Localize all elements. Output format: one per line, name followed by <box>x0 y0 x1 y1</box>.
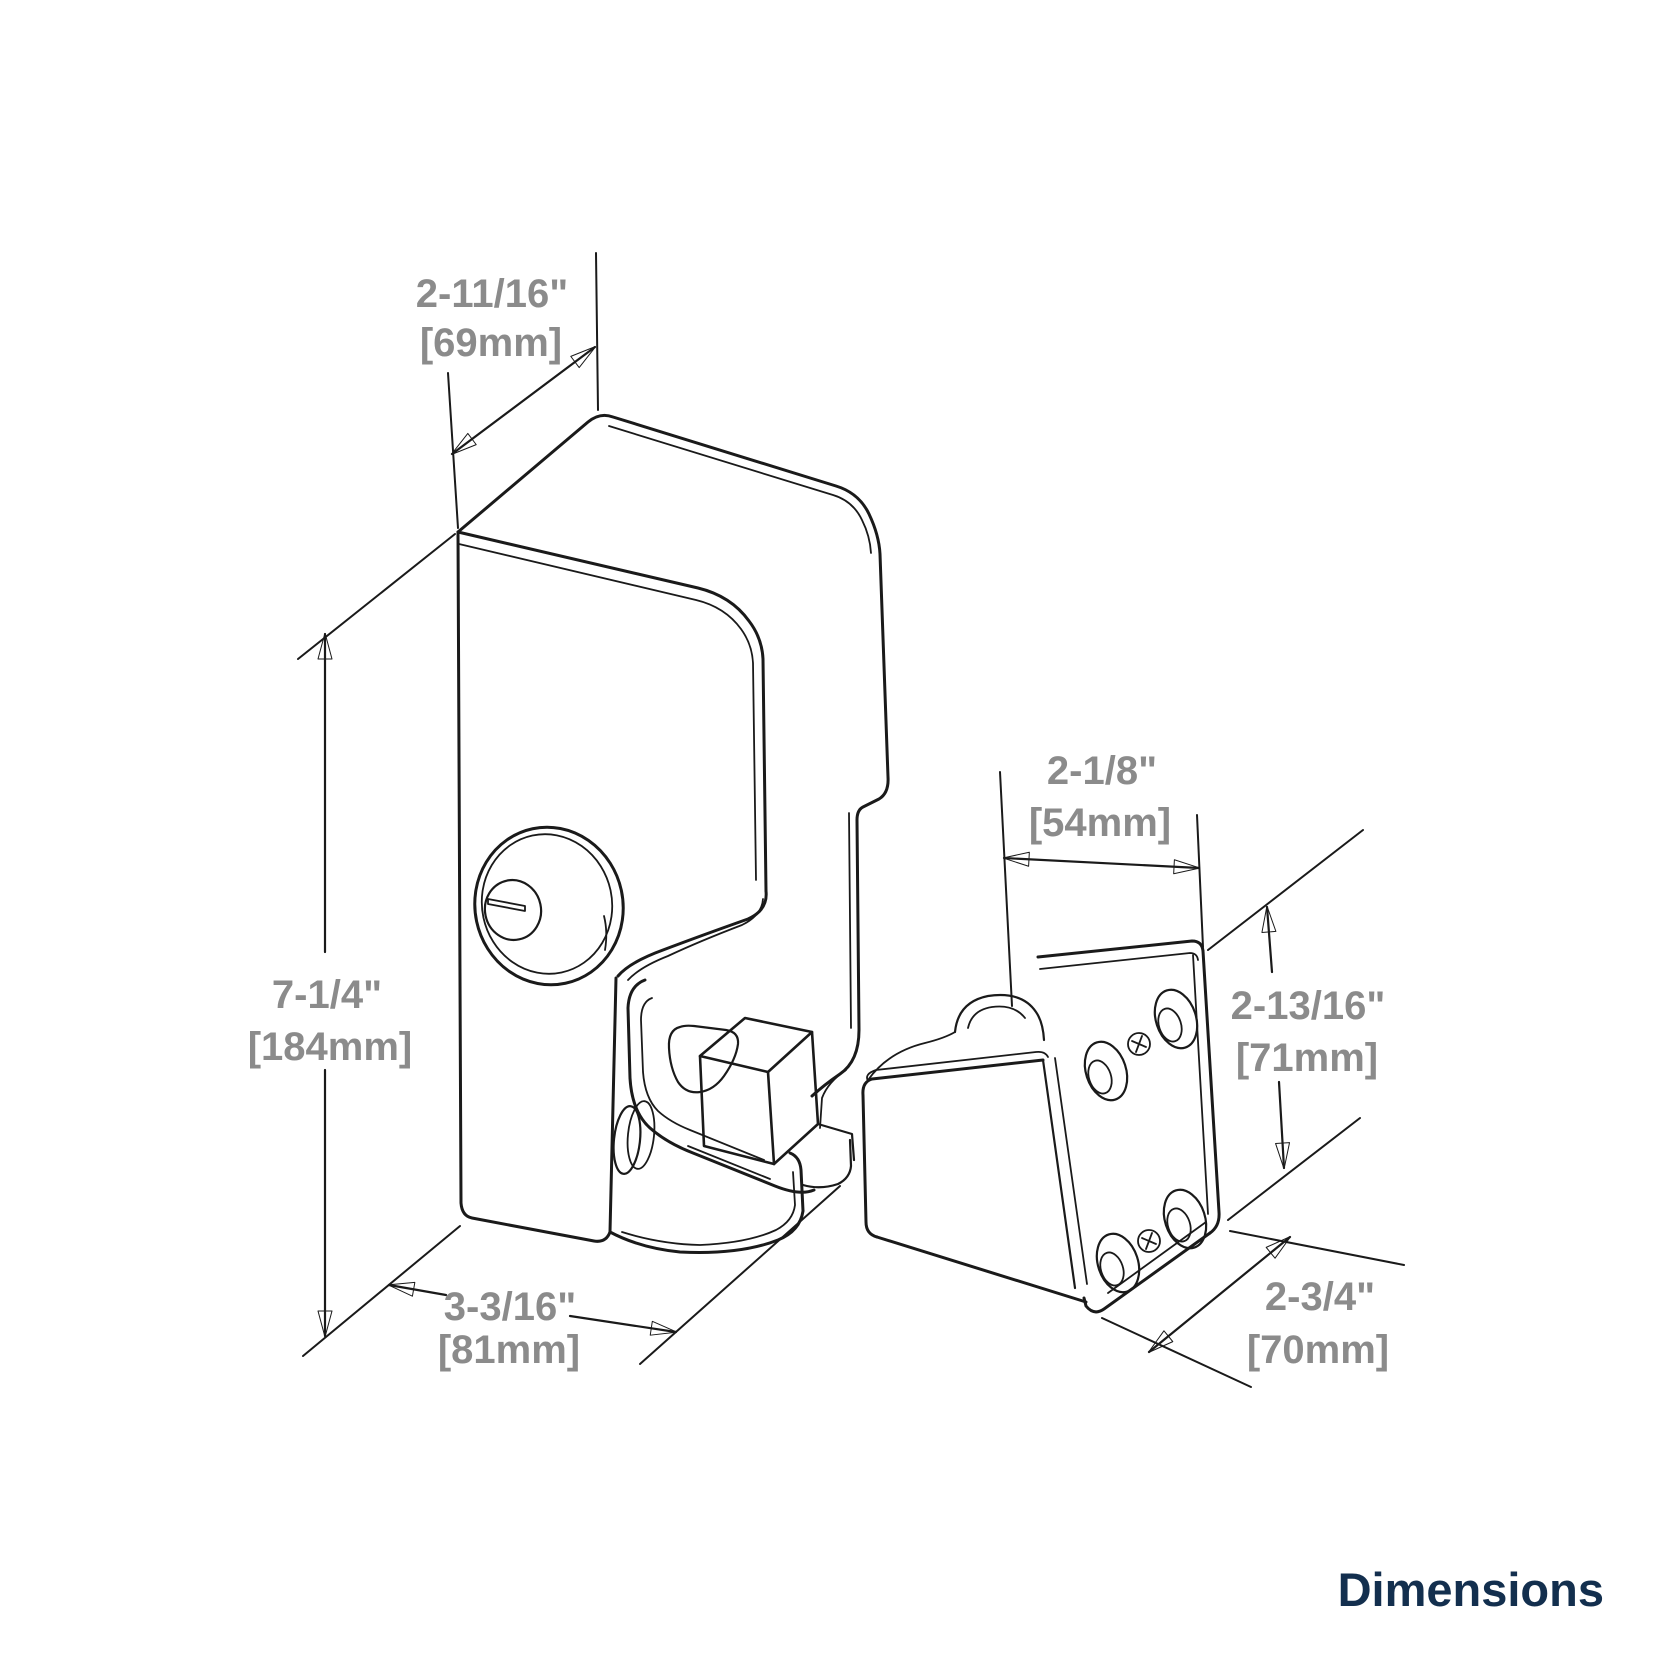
plate-top-edge-inner <box>1039 952 1199 970</box>
latch-foot <box>608 1138 853 1254</box>
key-cylinder <box>473 825 625 987</box>
extension-line <box>1229 1230 1405 1266</box>
extension-line <box>999 771 1013 1007</box>
foot-outline <box>608 1151 805 1254</box>
lock-neck-curve <box>616 889 768 978</box>
side-hole-inner <box>626 1100 656 1170</box>
mounting-hole-outer <box>1083 1040 1129 1102</box>
block-right-face <box>766 1030 820 1166</box>
dimension-label-metric: [81mm] <box>438 1328 580 1372</box>
dimension-line <box>1279 1080 1284 1168</box>
foot-back-step <box>801 1138 853 1189</box>
plate-right-edge <box>1201 949 1221 1235</box>
lock-neck-inner-curve <box>627 898 764 981</box>
wedge-bottom-edge <box>875 1235 1088 1304</box>
lock-body-drawing <box>456 413 890 1254</box>
lock-top-right-outline <box>456 413 890 1098</box>
wedge-top-face-line <box>866 1050 1049 1082</box>
dimension-label-inches: 2-13/16" <box>1231 984 1386 1028</box>
dimension-keeper-depth: 2-3/4" [70mm] <box>1101 1230 1405 1388</box>
dimension-label-inches: 7-1/4" <box>272 973 382 1017</box>
receiver-back-arc <box>867 1031 956 1081</box>
foot-inner-band <box>621 1171 796 1246</box>
hook-outer-edge <box>626 978 816 1194</box>
receiver-outer-arc <box>953 994 1046 1042</box>
dimension-lock-width: 2-11/16" [69mm] <box>416 252 599 529</box>
cylinder-side-notch <box>603 915 608 951</box>
block-front-face <box>698 1054 776 1166</box>
latch-hook <box>626 978 816 1194</box>
dimension-label-metric: [70mm] <box>1247 1328 1389 1372</box>
wedge-top-edge <box>870 1058 1045 1081</box>
dimension-label-inches: 2-11/16" <box>416 272 568 316</box>
dimension-line <box>452 345 595 456</box>
receiver-inner-arc <box>967 1005 1026 1029</box>
extension-line <box>639 1185 841 1365</box>
page-title: Dimensions <box>1338 1563 1604 1616</box>
dimension-label-metric: [69mm] <box>420 321 562 365</box>
extension-line <box>595 252 599 411</box>
lock-step-inner-line <box>848 812 852 1029</box>
mounting-hole-inner <box>1166 1207 1192 1243</box>
dimension-keeper-width: 2-1/8" [54mm] <box>999 749 1204 1007</box>
dimension-label-metric: [184mm] <box>248 1025 413 1069</box>
lock-wing-inner-line <box>819 1069 847 1129</box>
block-top-face <box>698 1016 814 1074</box>
dimension-line <box>389 1285 448 1295</box>
hook-band-line <box>687 1145 771 1180</box>
lock-front-face-outline <box>456 530 618 1243</box>
extension-line <box>302 1225 461 1357</box>
extension-line <box>1196 814 1204 948</box>
dimension-label-inches: 2-1/8" <box>1047 749 1157 793</box>
cylinder-bezel-outer <box>473 825 625 987</box>
dimension-label-inches: 2-3/4" <box>1265 1275 1375 1319</box>
dimension-label-inches: 3-3/16" <box>444 1285 576 1329</box>
extension-line <box>297 533 456 660</box>
mounting-hole-inner <box>1087 1059 1113 1095</box>
mounting-hole-outer <box>1153 988 1199 1050</box>
dimension-line <box>1267 907 1272 974</box>
plate-top-edge <box>1036 939 1205 959</box>
mounting-hole-inner <box>1099 1251 1125 1287</box>
dimension-lock-depth: 3-3/16" [81mm] <box>389 1185 841 1372</box>
dimension-keeper-height: 2-13/16" [71mm] <box>1207 829 1386 1221</box>
keeper-bracket-drawing <box>861 939 1221 1314</box>
bracket-bottom-edge <box>1082 1231 1212 1314</box>
mounting-hole-inner <box>1157 1007 1183 1043</box>
phillips-screw-icon <box>1137 1229 1161 1253</box>
block-riser-edge <box>816 1122 856 1162</box>
dimension-line <box>568 1314 676 1332</box>
mounting-hole-outer <box>1162 1188 1208 1250</box>
dimension-line <box>1149 1237 1290 1352</box>
hook-window <box>667 1024 740 1094</box>
extension-line <box>1207 829 1364 951</box>
side-hole-outer <box>612 1105 642 1175</box>
wedge-left-edge <box>861 1077 879 1239</box>
lock-front-top-edge <box>456 530 768 893</box>
striker-block <box>698 1016 856 1166</box>
cylinder-face <box>483 878 543 942</box>
side-oval-hole <box>612 1100 656 1175</box>
dimension-label-metric: [54mm] <box>1029 801 1171 845</box>
dimension-line <box>1004 858 1199 868</box>
mounting-hole-outer <box>1095 1232 1141 1294</box>
hook-inner-edge <box>640 997 765 1161</box>
lock-top-chamfer-line <box>608 425 872 554</box>
lock-front-chamfer-line <box>458 543 757 881</box>
dimension-lock-height: 7-1/4" [184mm] <box>248 533 461 1357</box>
wedge-right-edge <box>1041 1058 1077 1290</box>
plate-right-edge-inner <box>1192 954 1209 1215</box>
key-slot-icon <box>487 898 526 912</box>
cylinder-bezel-inner <box>480 833 614 975</box>
dimension-label-metric: [71mm] <box>1236 1036 1378 1080</box>
phillips-screw-icon <box>1127 1032 1151 1056</box>
extension-line <box>1227 1117 1361 1221</box>
wedge-right-edge-inner <box>1054 1057 1088 1285</box>
